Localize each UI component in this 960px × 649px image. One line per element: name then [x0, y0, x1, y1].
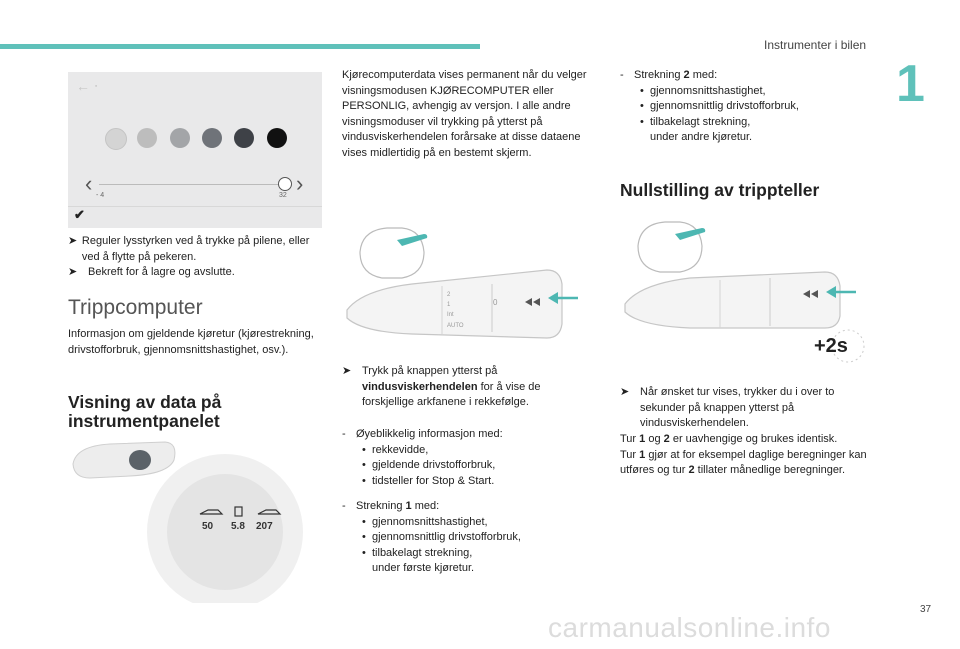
- para2-d: 2: [688, 464, 695, 476]
- gauge-value-consumption: 5.8: [231, 521, 245, 532]
- gauge-value-range: 50: [202, 521, 214, 532]
- para2-b: 1: [639, 448, 646, 461]
- stalk-label-auto: AUTO: [447, 323, 464, 329]
- brightness-level-1[interactable]: [105, 128, 127, 150]
- press-suffix: for å vise de forskjellige arkfanene i r…: [362, 380, 541, 409]
- checkmark-icon[interactable]: ✔: [74, 207, 85, 222]
- list-item: gjennomsnittlig drivstofforbruk,: [650, 100, 799, 112]
- para1-c: og: [648, 433, 661, 445]
- arrow-bullet-icon: ➤: [620, 386, 630, 398]
- trip-explanation: Tur 1 og 2 er uavhengige og brukes ident…: [620, 432, 876, 479]
- trip2-block: -Strekning 2 med: •gjennomsnittshastighe…: [620, 68, 870, 146]
- trip1-number: 1: [405, 500, 412, 512]
- immediate-title: Øyeblikkelig informasjon med:: [356, 428, 503, 440]
- brightness-level-6[interactable]: [267, 128, 287, 148]
- page-number: 37: [920, 604, 932, 615]
- trip1-last-line: under første kjøretur.: [372, 562, 475, 574]
- press-bold-term: vindusviskerhendelen: [362, 380, 478, 393]
- trip1-suffix: med:: [414, 500, 440, 512]
- list-item: tilbakelagt strekning,: [650, 115, 751, 128]
- para1-b: 1: [639, 433, 646, 445]
- heading-display-data: Visning av data på instrumentpanelet: [68, 393, 221, 431]
- heading-display-line2: instrumentpanelet: [68, 411, 220, 431]
- arrow-bullet-icon: ➤: [68, 266, 78, 278]
- heading-display-line1: Visning av data på: [68, 392, 222, 412]
- stalk-label-int: Int: [447, 312, 454, 318]
- heading-reset: Nullstilling av trippteller: [620, 180, 820, 200]
- watermark: carmanualsonline.info: [548, 612, 831, 643]
- wiper-stalk-reset-illustration: [620, 216, 870, 366]
- car-distance-icon: [257, 509, 282, 515]
- list-item: rekkevidde,: [372, 443, 429, 456]
- hold-2s-badge: +2s: [814, 335, 848, 357]
- press-prefix: Trykk på knappen ytterst på: [362, 365, 498, 377]
- para2-e: tillater månedlige beregninger.: [697, 464, 846, 476]
- press-instruction: ➤ Trykk på knappen ytterst på vindusvisk…: [342, 364, 592, 411]
- reset-bullet-text: Når ønsket tur vises, trykker du i over …: [640, 386, 835, 429]
- bullet-adjust-brightness: Reguler lysstyrken ved å trykke på pilen…: [81, 235, 310, 263]
- list-item: gjennomsnittshastighet,: [650, 84, 766, 97]
- immediate-info-block: -Øyeblikkelig informasjon med: •rekkevid…: [342, 428, 503, 487]
- arrow-left-icon: ← ‧: [76, 78, 99, 94]
- slider-max-label: 32: [279, 192, 287, 199]
- list-item: tilbakelagt strekning,: [372, 546, 473, 559]
- brightness-slider-knob[interactable]: [278, 177, 292, 191]
- stalk-label-speed-1: 1: [447, 302, 451, 308]
- brightness-level-5[interactable]: [234, 128, 254, 148]
- para1-d: 2: [663, 433, 670, 445]
- trip-data-intro: Kjørecomputerdata vises permanent når du…: [342, 69, 587, 159]
- reset-instruction: ➤ Når ønsket tur vises, trykker du i ove…: [620, 385, 870, 432]
- divider: [68, 206, 322, 207]
- list-item: gjeldende drivstofforbruk,: [372, 459, 496, 471]
- arrow-bullet-icon: ➤: [68, 235, 78, 247]
- brightness-level-2[interactable]: [137, 128, 157, 148]
- chevron-right-icon[interactable]: ›: [296, 171, 304, 196]
- brightness-level-3[interactable]: [170, 128, 190, 148]
- trip1-block: -Strekning 1 med: •gjennomsnittshastighe…: [342, 499, 592, 577]
- para1-e: er uavhengige og brukes identisk.: [672, 433, 838, 445]
- car-range-icon: [199, 509, 224, 515]
- brightness-screen: ← ‧ ‹ › - 4 32 ✔: [68, 72, 322, 228]
- para2-a: Tur: [620, 448, 637, 461]
- heading-trip-computer: Trippcomputer: [68, 296, 203, 319]
- brightness-level-4[interactable]: [202, 128, 222, 148]
- header-accent-bar: [0, 44, 480, 49]
- list-item: tidsteller for Stop & Start.: [372, 474, 495, 487]
- wiper-stalk-illustration: [342, 222, 592, 354]
- bullet-confirm: Bekreft for å lagre og avslutte.: [88, 266, 235, 278]
- gauge-value-distance: 207: [256, 521, 273, 532]
- brightness-slider-track[interactable]: [99, 184, 282, 185]
- fuel-pump-icon: [234, 506, 243, 517]
- brightness-instructions: ➤ Reguler lysstyrken ved å trykke på pil…: [68, 234, 322, 281]
- stalk-label-speed-2: 2: [447, 292, 451, 298]
- trip2-suffix: med:: [692, 69, 718, 81]
- chapter-number: 1: [896, 55, 925, 113]
- trip-computer-intro: Informasjon om gjeldende kjøretur (kjøre…: [68, 328, 314, 356]
- list-item: gjennomsnittshastighet,: [372, 515, 488, 528]
- trip2-last-line: under andre kjøretur.: [650, 131, 753, 143]
- list-item: gjennomsnittlig drivstofforbruk,: [372, 531, 521, 543]
- trip2-prefix: Strekning: [634, 69, 681, 81]
- stalk-label-off: 0: [493, 298, 498, 307]
- section-title: Instrumenter i bilen: [764, 38, 867, 52]
- trip1-prefix: Strekning: [356, 500, 403, 512]
- arrow-bullet-icon: ➤: [342, 365, 352, 377]
- trip2-number: 2: [683, 69, 690, 81]
- instrument-illustration: [70, 438, 320, 603]
- slider-min-label: - 4: [96, 192, 105, 199]
- para1-a: Tur: [620, 433, 637, 445]
- para2-c: gjør at for eksempel daglige beregninger…: [620, 448, 867, 477]
- chevron-left-icon[interactable]: ‹: [85, 171, 93, 196]
